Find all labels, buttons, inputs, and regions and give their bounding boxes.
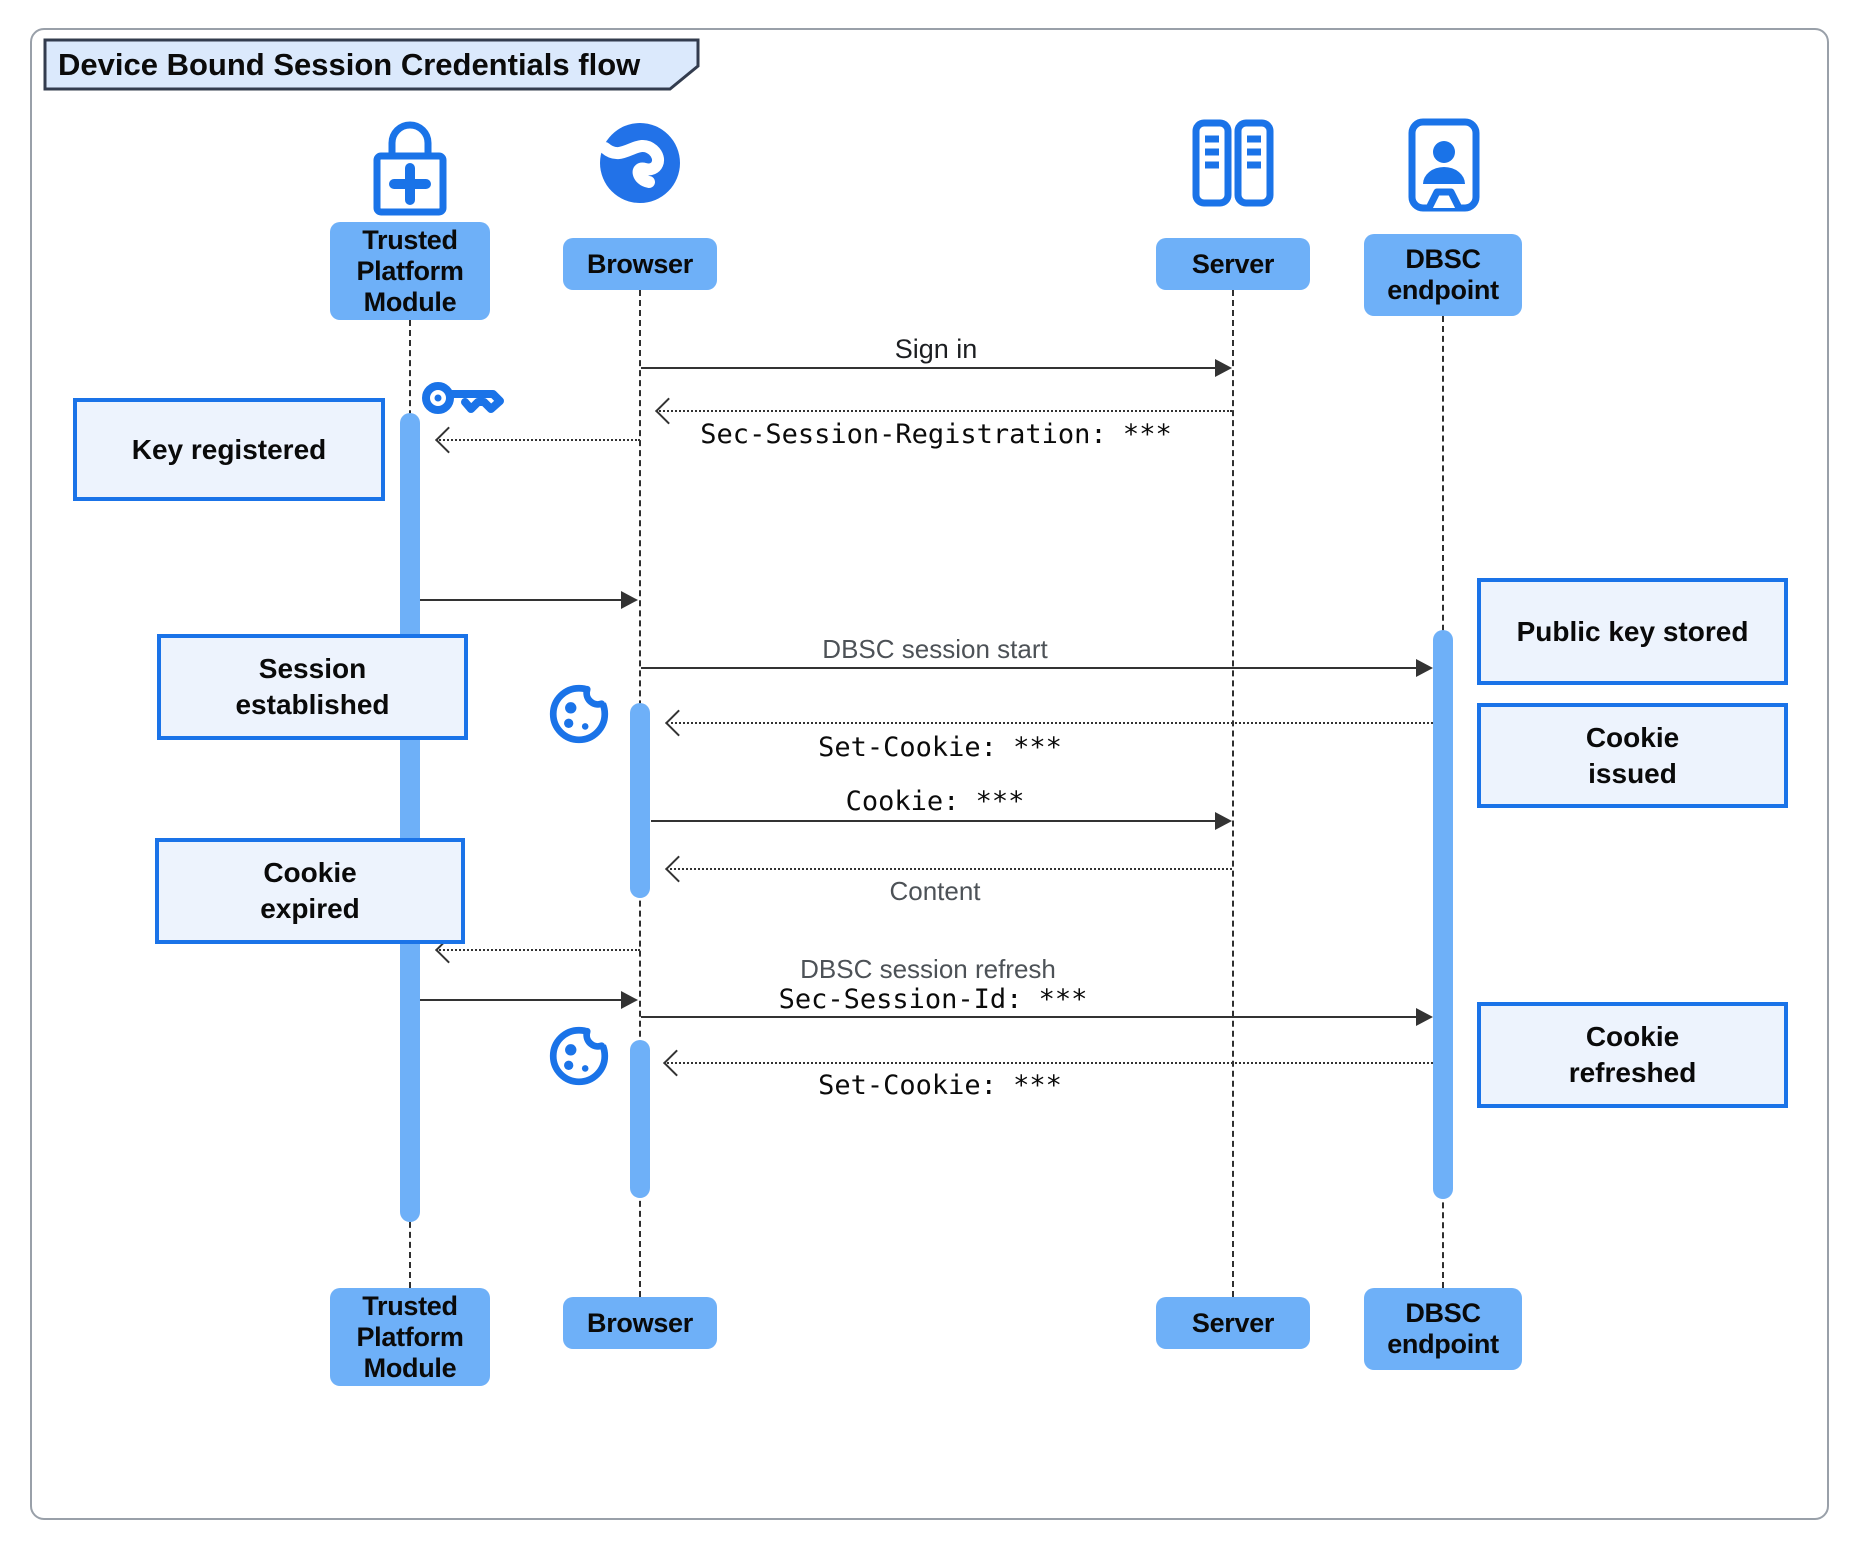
message-label-content: Content: [889, 876, 981, 906]
note-public-key-stored: Public key stored: [1477, 578, 1788, 685]
note-cookie-issued: Cookie issued: [1477, 703, 1788, 808]
server-rack-icon: [1192, 119, 1274, 207]
arrow-set-cookie-2: [663, 1049, 1433, 1077]
arrowhead-icon: [1416, 1008, 1433, 1026]
note-key-registered: Key registered: [73, 398, 385, 501]
message-label-cookie: Cookie: ***: [845, 786, 1025, 817]
cookie-icon: [549, 680, 611, 744]
actor-server-top: Server: [1156, 238, 1310, 290]
message-label-set-cookie-2: Set-Cookie: ***: [818, 1070, 1062, 1101]
diagram-title: Device Bound Session Credentials flow: [58, 47, 641, 82]
arrow-dbsc-session-start: [641, 659, 1433, 677]
note-text: Cookie: [1585, 721, 1680, 753]
note-cookie-expired: Cookie expired: [155, 838, 465, 944]
actor-label: endpoint: [1387, 1329, 1499, 1359]
cookie-icon: [549, 1022, 611, 1086]
arrow-content: [665, 855, 1232, 883]
actor-browser-bottom: Browser: [563, 1297, 717, 1349]
actor-label: Browser: [587, 248, 693, 279]
note-text: Public key stored: [1516, 615, 1749, 647]
note-text: refreshed: [1568, 1057, 1697, 1088]
arrow-dbsc-session-refresh: [641, 1008, 1433, 1026]
activation-bar-browser-1: [630, 703, 650, 898]
arrow-signature-ready: [420, 991, 638, 1009]
actor-label: Browser: [587, 1307, 693, 1338]
arrowhead-icon: [1215, 812, 1232, 830]
actor-label: Module: [363, 1352, 457, 1383]
arrow-set-cookie-1: [665, 709, 1433, 737]
note-text: Cookie: [1585, 1021, 1680, 1052]
actor-label: Module: [363, 286, 457, 317]
arrow-cookie: [651, 812, 1232, 830]
actor-server-bottom: Server: [1156, 1297, 1310, 1349]
arrow-sign-in: [641, 359, 1232, 377]
message-label-sec-session-id: Sec-Session-Id: ***: [778, 984, 1088, 1015]
note-text: Key registered: [131, 433, 327, 465]
actor-label: DBSC: [1405, 1298, 1481, 1328]
note-text: expired: [260, 893, 360, 924]
note-text: Cookie: [263, 857, 357, 888]
arrowhead-icon: [621, 591, 638, 609]
globe-icon: [599, 123, 680, 203]
activation-bar-dbsc: [1433, 630, 1453, 1199]
note-text: established: [235, 689, 390, 720]
actor-label: Server: [1191, 1307, 1275, 1338]
arrow-session-registration: [655, 397, 1232, 425]
note-cookie-refreshed: Cookie refreshed: [1477, 1002, 1788, 1108]
activation-bar-tpm: [400, 413, 420, 1222]
note-text: Session: [258, 653, 367, 684]
message-label-session-registration: Sec-Session-Registration: ***: [700, 419, 1172, 450]
arrowhead-icon: [1416, 659, 1433, 677]
actor-tpm-bottom: Trusted Platform Module: [330, 1288, 490, 1386]
actor-label: endpoint: [1387, 275, 1499, 305]
title-tab: [43, 38, 700, 91]
actor-label: Trusted: [362, 1290, 458, 1321]
key-icon: [422, 382, 504, 414]
arrow-register-key: [435, 426, 640, 454]
note-session-established: Session established: [157, 634, 468, 740]
message-label-sign-in: Sign in: [894, 334, 978, 364]
message-label-dbsc-session-refresh: DBSC session refresh: [800, 954, 1056, 984]
actor-label: Server: [1191, 248, 1275, 279]
lock-plus-icon: [373, 121, 447, 216]
actor-label: Trusted: [362, 224, 458, 255]
badge-person-icon: [1408, 118, 1480, 212]
actor-browser-top: Browser: [563, 238, 717, 290]
arrow-key-ready: [420, 591, 638, 609]
actor-label: Platform: [356, 1321, 464, 1352]
actor-tpm-top: Trusted Platform Module: [330, 222, 490, 320]
note-text: issued: [1588, 757, 1677, 789]
lifeline-server: [1232, 290, 1234, 1297]
arrowhead-icon: [621, 991, 638, 1009]
message-label-dbsc-session-start: DBSC session start: [822, 634, 1048, 664]
message-label-set-cookie-1: Set-Cookie: ***: [818, 732, 1062, 763]
actor-label: DBSC: [1405, 244, 1481, 274]
arrowhead-icon: [1215, 359, 1232, 377]
actor-label: Platform: [356, 255, 464, 286]
actor-dbsc-bottom: DBSC endpoint: [1364, 1288, 1522, 1370]
arrow-request-signature: [435, 936, 640, 964]
actor-dbsc-top: DBSC endpoint: [1364, 234, 1522, 316]
activation-bar-browser-2: [630, 1040, 650, 1198]
